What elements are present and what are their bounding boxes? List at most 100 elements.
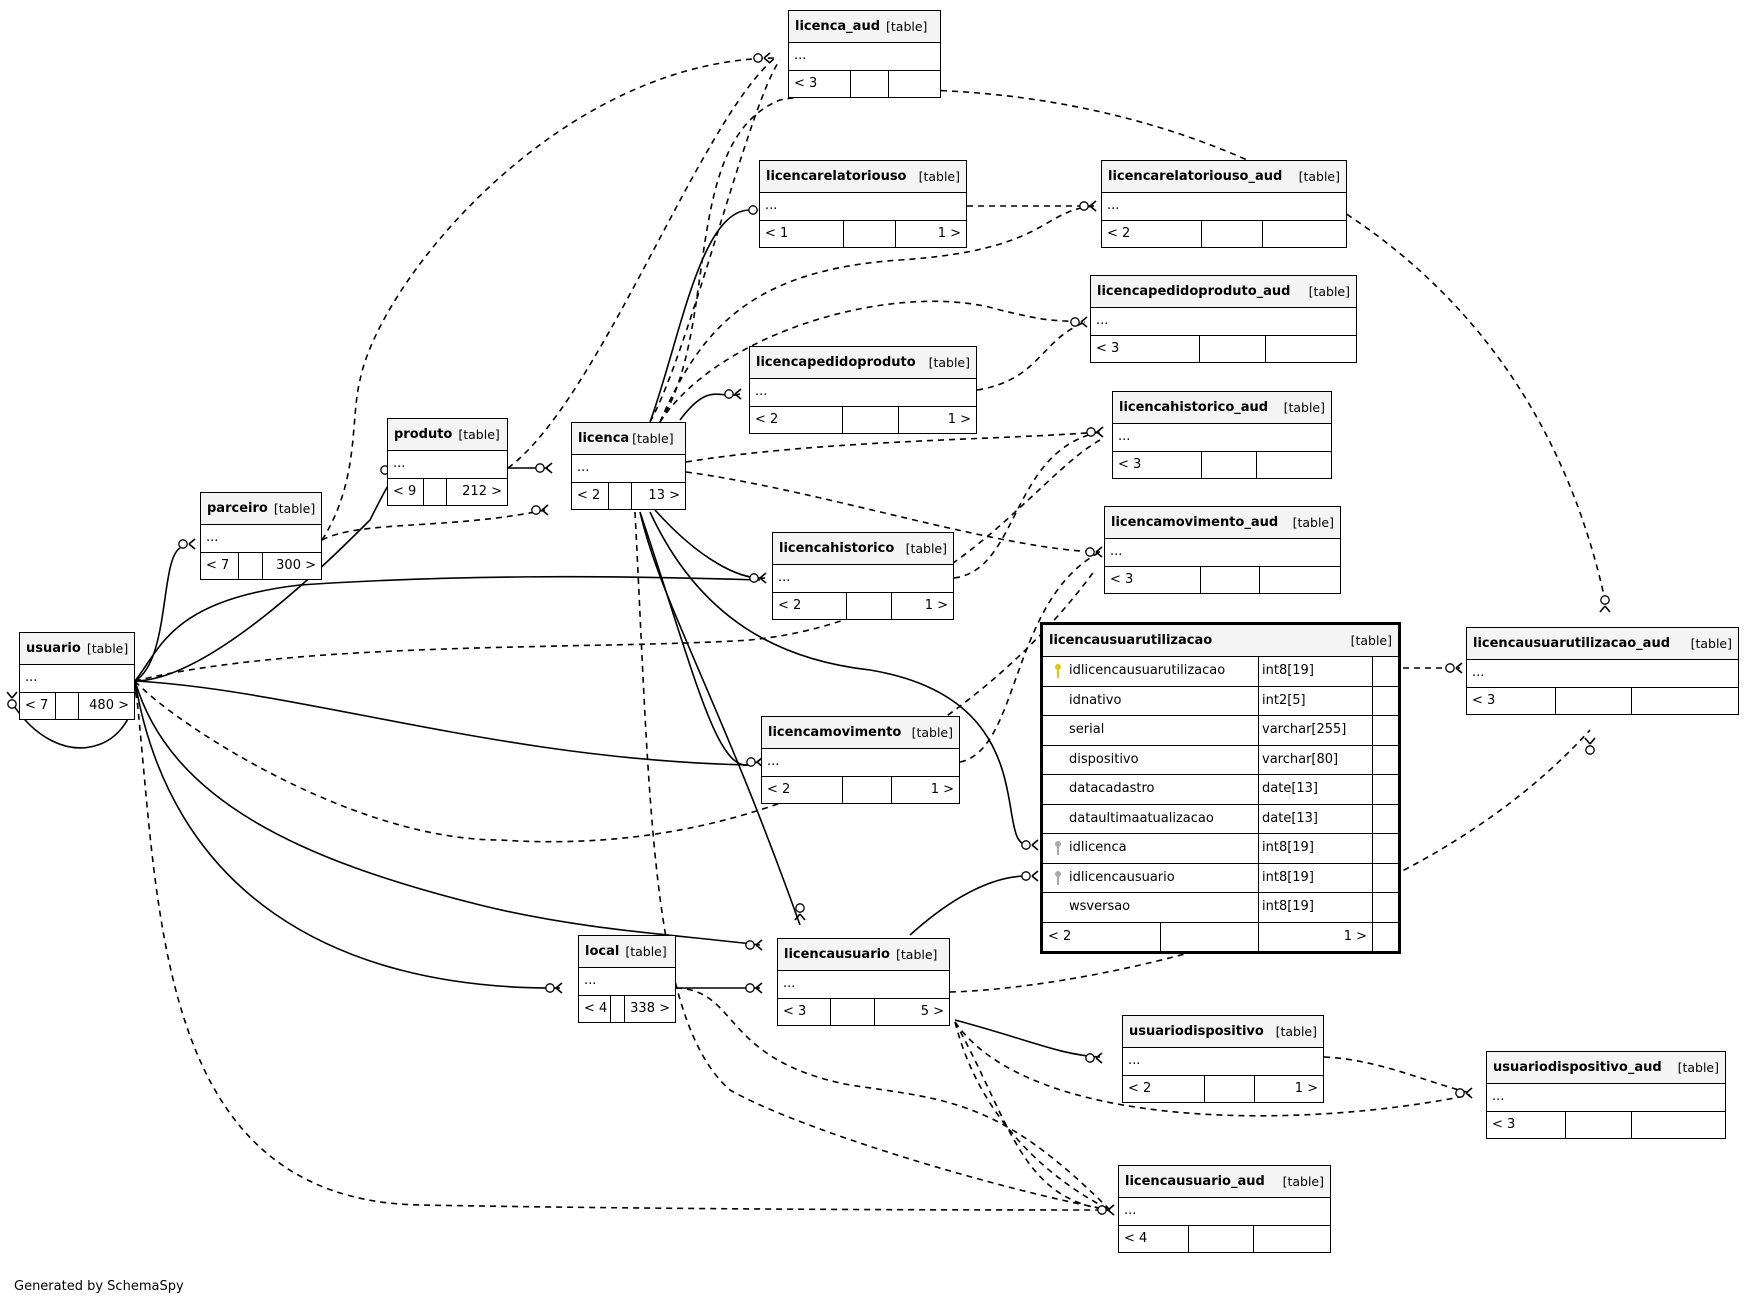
children-count: 13 > — [648, 488, 680, 503]
table-licencarelatoriouso_aud[interactable]: licencarelatoriouso_aud[table] ... < 2 — [1101, 160, 1347, 248]
relationship-line — [639, 511, 761, 767]
implied-relationship-line — [321, 509, 546, 541]
column-name: idlicencausuario — [1043, 863, 1259, 892]
implied-relationship-line — [675, 987, 1111, 1211]
parents-count: < 1 — [760, 221, 845, 247]
table-name: licenca_aud — [795, 19, 881, 34]
implied-relationship-line — [954, 1021, 1111, 1211]
relationship-line — [649, 209, 751, 423]
table-type: [table] — [1298, 169, 1340, 184]
implied-relationship-line — [959, 551, 1101, 763]
children-count: 1 > — [930, 782, 954, 797]
columns-count — [1161, 922, 1259, 951]
table-licencamovimento_aud[interactable]: licencamovimento_aud[table] ... < 3 — [1104, 506, 1341, 594]
relationship-line — [639, 511, 801, 926]
table-type: [table] — [1350, 633, 1392, 648]
table-type: [table] — [896, 947, 938, 962]
table-type: [table] — [273, 501, 316, 516]
columns-collapsed: ... — [1091, 308, 1356, 336]
columns-collapsed: ... — [1119, 1198, 1330, 1226]
table-licencapedidoproduto_aud[interactable]: licencapedidoproduto_aud[table] ... < 3 — [1090, 275, 1357, 363]
columns-count — [831, 999, 876, 1025]
table-type: [table] — [1308, 284, 1350, 299]
column-name: idlicencausuarutilizacao — [1043, 657, 1259, 686]
table-usuariodispositivo_aud[interactable]: usuariodispositivo_aud [table] ... < 3 — [1486, 1051, 1726, 1139]
column-name-text: datacadastro — [1069, 781, 1155, 796]
table-type: [table] — [632, 431, 674, 446]
column-name-text: idlicencausuarutilizacao — [1069, 663, 1226, 678]
table-name: licencahistorico — [779, 541, 895, 556]
implied-relationship-line — [976, 321, 1086, 391]
implied-relationship-line — [1323, 1056, 1471, 1094]
columns-collapsed: ... — [760, 193, 966, 221]
crowfoot-marker — [1021, 839, 1039, 851]
table-licencahistorico_aud[interactable]: licencahistorico_aud[table] ... < 3 — [1112, 391, 1332, 479]
column-name-text: wsversao — [1069, 899, 1131, 914]
crowfoot-marker — [749, 572, 767, 584]
columns-count — [844, 221, 896, 247]
columns-collapsed: ... — [1487, 1084, 1725, 1112]
table-type: [table] — [886, 19, 928, 34]
columns-collapsed: ... — [1123, 1048, 1323, 1076]
table-name: licencarelatoriouso_aud — [1108, 169, 1283, 184]
implied-relationship-line — [953, 431, 1101, 579]
children-count — [1266, 336, 1356, 362]
columns-count — [609, 483, 632, 509]
table-name: licenca — [578, 431, 630, 446]
table-licencausuario_aud[interactable]: licencausuario_aud[table] ... < 4 — [1118, 1165, 1331, 1253]
table-name: licencapedidoproduto_aud — [1097, 284, 1291, 299]
relationship-line — [134, 575, 761, 682]
children-count: 1 > — [947, 412, 971, 427]
columns-count — [239, 553, 264, 579]
parents-count: < 3 — [1467, 688, 1557, 714]
table-name: usuariodispositivo_aud — [1493, 1060, 1662, 1075]
table-type: [table] — [1292, 515, 1334, 530]
crowfoot-marker — [1085, 546, 1103, 558]
parents-count: < 2 — [773, 593, 847, 619]
table-licenca_aud[interactable]: licenca_aud[table] ... < 3 — [788, 10, 941, 98]
columns-collapsed: ... — [750, 379, 976, 407]
implied-relationship-line — [659, 300, 1086, 423]
primary-key-icon — [1055, 664, 1061, 678]
parents-count: < 3 — [1487, 1112, 1566, 1138]
relationship-line — [654, 509, 766, 579]
table-type: [table] — [1677, 1060, 1719, 1075]
columns-collapsed: ... — [1105, 539, 1340, 567]
column-name-text: dispositivo — [1069, 751, 1139, 767]
table-type: [table] — [1690, 636, 1732, 651]
crowfoot-marker — [724, 388, 742, 400]
table-licencausuarutilizacao[interactable]: licencausuarutilizacao[table] idlicencau… — [1040, 622, 1401, 954]
columns-count — [1189, 1226, 1255, 1252]
columns-count — [1201, 567, 1261, 593]
columns-collapsed: ... — [201, 525, 321, 553]
column-row[interactable]: dispositivo varchar[80] — [1043, 745, 1398, 775]
column-name: datacadastro — [1043, 775, 1259, 804]
parents-count: < 2 — [1123, 1076, 1205, 1102]
table-licencausuarutilizacao_aud[interactable]: licencausuarutilizacao_aud[table] ... < … — [1466, 627, 1739, 715]
parents-count: < 7 — [201, 553, 240, 579]
columns-collapsed: ... — [20, 665, 134, 693]
foreign-key-icon — [1055, 841, 1061, 855]
column-type: varchar[80] — [1259, 745, 1373, 774]
children-count: 480 > — [89, 698, 129, 713]
